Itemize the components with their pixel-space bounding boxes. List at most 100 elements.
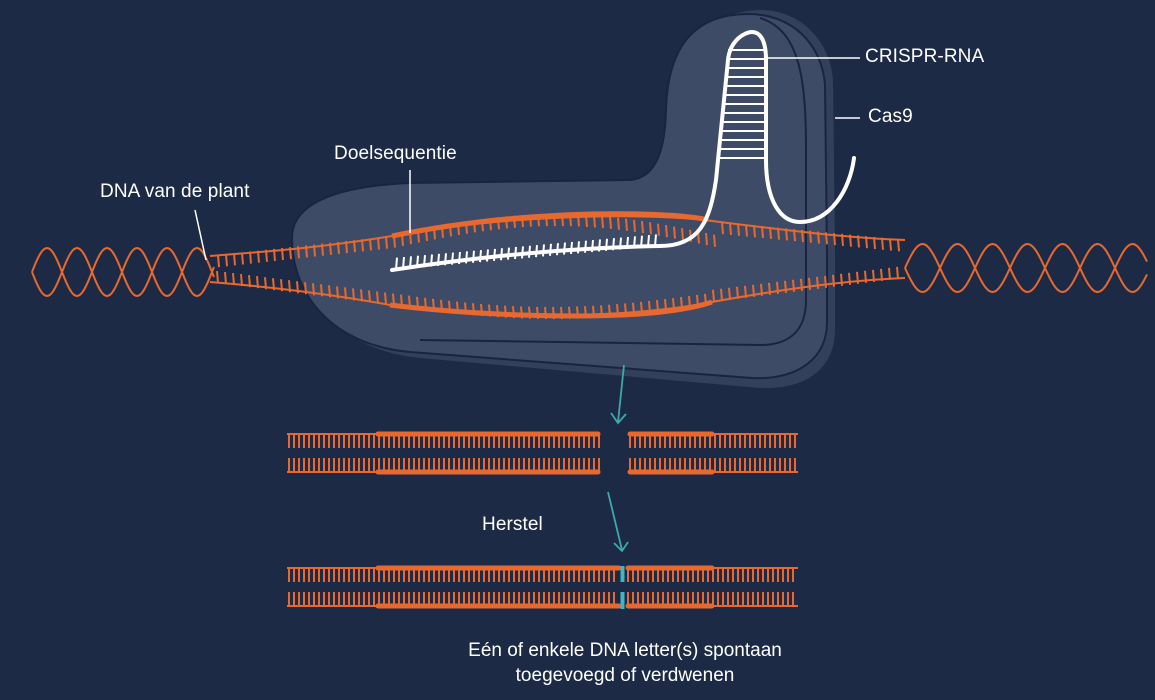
dna-bottom-rung xyxy=(889,268,890,280)
dna-bottom-rung xyxy=(265,277,266,289)
dna-top-rung xyxy=(626,219,627,231)
dna-top-rung xyxy=(274,249,275,261)
dna-bottom-rung xyxy=(217,271,218,283)
right-helix-strand xyxy=(905,244,1147,292)
dna-bottom-rung xyxy=(737,287,738,299)
dna-bottom-rung xyxy=(857,272,858,284)
dna-top-rung xyxy=(850,235,851,247)
dna-bottom-rung xyxy=(297,281,298,293)
rna-tooth xyxy=(578,241,579,253)
dna-bottom-rung xyxy=(721,289,722,301)
dna-bottom-rung xyxy=(801,279,802,291)
dna-bottom-rung xyxy=(777,282,778,294)
dna-top-rung xyxy=(834,233,835,245)
dna-bottom-rung xyxy=(329,285,330,297)
dna-top-rung xyxy=(802,230,803,242)
dna-bottom-rung xyxy=(729,288,730,300)
dna-top-rung xyxy=(602,216,603,228)
dna-bottom-rung xyxy=(345,287,346,299)
dna-bottom-rung xyxy=(313,283,314,295)
dna-bottom-rung xyxy=(849,273,850,285)
dna-bottom-rung xyxy=(897,267,898,279)
dna-bottom-rung xyxy=(241,274,242,286)
dna-top-rung xyxy=(610,217,611,229)
dna-bottom-rung xyxy=(257,276,258,288)
repaired-dna xyxy=(287,566,798,609)
dna-top-rung xyxy=(386,237,387,249)
dna-top-rung xyxy=(226,254,227,266)
dna-top-rung xyxy=(378,238,379,250)
dna-bottom-rung xyxy=(321,284,322,296)
dna-top-rung xyxy=(362,239,363,251)
crispr-rna-label: CRISPR-RNA xyxy=(865,46,984,68)
dna-top-rung xyxy=(682,228,683,240)
dna-top-rung xyxy=(266,250,267,262)
dna-top-rung xyxy=(346,241,347,253)
cas9-label: Cas9 xyxy=(868,106,913,128)
dna-top-rung xyxy=(338,242,339,254)
arrow-to-repair xyxy=(608,492,628,551)
dna-top-rung xyxy=(794,229,795,241)
dna-top-rung xyxy=(858,235,859,247)
dna-top-rung xyxy=(634,220,635,232)
target-sequence-label: Doelsequentie xyxy=(334,143,457,165)
dna-top-rung xyxy=(298,246,299,258)
dna-bottom-rung xyxy=(233,273,234,285)
dna-top-rung xyxy=(234,253,235,265)
dna-top-rung xyxy=(290,247,291,259)
dna-top-rung xyxy=(666,225,667,237)
dna-bottom-rung xyxy=(793,280,794,292)
plant-dna-label: DNA van de plant xyxy=(100,181,249,203)
dna-bottom-rung xyxy=(369,290,370,302)
dna-top-rung xyxy=(330,243,331,255)
dna-bottom-rung xyxy=(809,278,810,290)
dna-bottom-rung xyxy=(337,286,338,298)
dna-top-rung xyxy=(282,248,283,260)
dna-top-rung xyxy=(762,226,763,238)
dna-top-rung xyxy=(786,228,787,240)
dna-bottom-rung xyxy=(353,288,354,300)
dna-bottom-rung xyxy=(377,291,378,303)
dna-bottom-rung xyxy=(833,275,834,287)
dna-top-rung xyxy=(642,221,643,233)
plant-dna-helix-right xyxy=(905,244,1147,292)
dna-top-rung xyxy=(354,240,355,252)
dna-top-rung xyxy=(890,239,891,251)
dna-top-rung xyxy=(706,233,707,245)
dna-top-rung xyxy=(746,225,747,237)
dna-top-rung xyxy=(810,231,811,243)
dna-bottom-rung xyxy=(305,282,306,294)
dna-top-rung xyxy=(882,238,883,250)
dna-top-rung xyxy=(306,245,307,257)
plant-dna-leader xyxy=(195,210,206,260)
dna-bottom-rung xyxy=(713,290,714,302)
dna-top-rung xyxy=(818,232,819,244)
dna-bottom-rung xyxy=(769,283,770,295)
dna-top-rung xyxy=(650,222,651,234)
dna-top-rung xyxy=(314,245,315,257)
dna-top-rung xyxy=(874,237,875,249)
dna-bottom-rung xyxy=(817,277,818,289)
dna-top-rung xyxy=(218,255,219,267)
dna-top-rung xyxy=(778,228,779,240)
dna-bottom-rung xyxy=(361,289,362,301)
dna-top-rung xyxy=(842,234,843,246)
right-helix-strand xyxy=(905,244,1147,292)
result-caption: Eén of enkele DNA letter(s) spontaan toe… xyxy=(385,638,865,688)
result-caption-line2: toegevoegd of verdwenen xyxy=(385,663,865,688)
dna-bottom-rung xyxy=(273,278,274,290)
dna-bottom-rung xyxy=(753,285,754,297)
dna-top-rung xyxy=(730,223,731,235)
dna-top-rung xyxy=(898,239,899,251)
dna-bottom-rung xyxy=(761,284,762,296)
result-caption-line1: Eén of enkele DNA letter(s) spontaan xyxy=(385,638,865,663)
dna-bottom-rung xyxy=(385,292,386,304)
dna-bottom-rung xyxy=(873,270,874,282)
dna-bottom-rung xyxy=(785,281,786,293)
dna-top-rung xyxy=(866,236,867,248)
repair-label: Herstel xyxy=(482,514,543,536)
dna-bottom-rung xyxy=(249,275,250,287)
dna-bottom-rung xyxy=(881,269,882,281)
dna-top-rung xyxy=(586,215,587,227)
